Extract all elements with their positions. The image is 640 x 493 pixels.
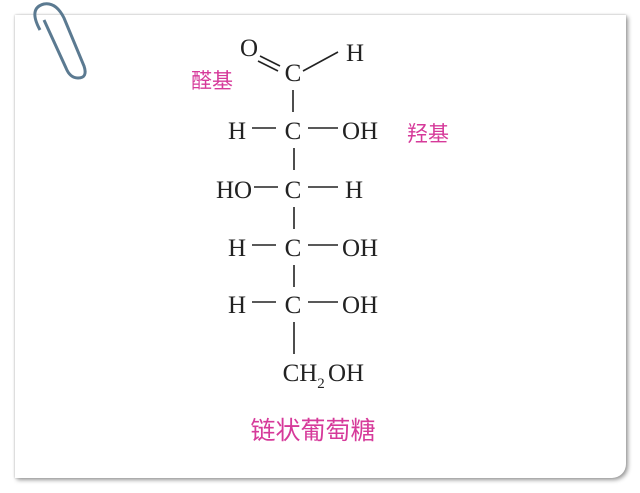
atom-c4: C: [285, 235, 302, 262]
atom-right: H: [345, 177, 363, 204]
bonds: [252, 51, 339, 354]
atom-right: OH: [342, 118, 378, 145]
atom-c6-sub: 2: [317, 376, 325, 392]
atom-c6-ch: CH: [283, 360, 318, 387]
atom-h-aldehyde: H: [346, 40, 364, 67]
atom-c2: C: [285, 118, 302, 145]
atom-right: OH: [342, 235, 378, 262]
atom-c1: C: [285, 60, 302, 87]
hydroxyl-group-label: 羟基: [407, 122, 449, 146]
paper-card: [15, 15, 626, 478]
diagram-title: 链状葡萄糖: [250, 416, 375, 445]
atom-c5: C: [285, 292, 302, 319]
paperclip-icon: [33, 2, 87, 80]
atom-c3: C: [285, 177, 302, 204]
atom-c6-oh: OH: [328, 360, 364, 387]
atom-left: H: [228, 118, 246, 145]
atom-left: H: [228, 292, 246, 319]
aldehyde-group-label: 醛基: [191, 69, 233, 93]
atom-left: HO: [216, 177, 252, 204]
atom-right: OH: [342, 292, 378, 319]
atom-o: O: [240, 35, 258, 62]
atom-left: H: [228, 235, 246, 262]
